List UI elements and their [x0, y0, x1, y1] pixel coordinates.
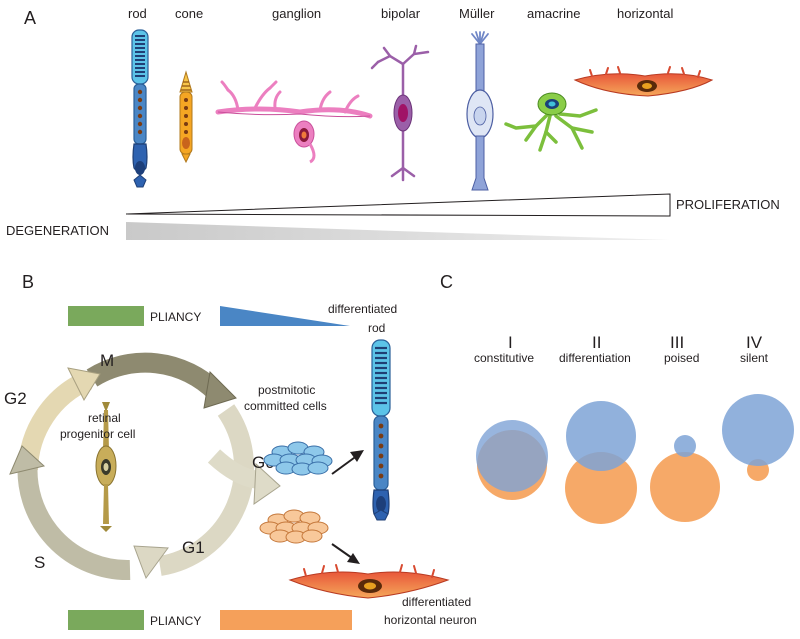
differentiated-rod-label-2: rod	[368, 321, 385, 335]
cell-label-bipolar: bipolar	[381, 6, 421, 21]
postmitotic-label-1: postmitotic	[258, 383, 315, 397]
amacrine-cell	[504, 92, 598, 152]
proliferation-wedge	[125, 193, 671, 217]
group-i-numeral: I	[508, 333, 513, 352]
group-iii-orange-bubble	[650, 452, 720, 522]
pliancy-bar-bottom	[68, 610, 144, 630]
group-ii-numeral: II	[592, 333, 601, 352]
group-iii-blue-bubble	[674, 435, 696, 457]
group-i-name: constitutive	[474, 351, 534, 365]
degeneration-label: DEGENERATION	[6, 223, 109, 238]
arrow-to-rod	[331, 450, 364, 475]
group-iii-numeral: III	[670, 333, 684, 352]
proliferation-label: PROLIFERATION	[676, 197, 780, 212]
panel-b-label: B	[22, 272, 34, 292]
pliancy-label-bottom: PLIANCY	[150, 614, 201, 628]
group-ii-orange-bubble	[565, 452, 637, 524]
phase-m: M	[100, 351, 114, 370]
phase-g1: G1	[182, 538, 205, 557]
rod-cell	[131, 29, 149, 188]
ganglion-cell	[215, 80, 373, 164]
cell-cycle	[9, 352, 281, 581]
committed-horizontal-cluster	[259, 509, 329, 544]
group-iv-numeral: IV	[746, 333, 763, 352]
bipolar-cell	[370, 44, 430, 182]
cell-label-muller: Müller	[459, 6, 495, 21]
differentiated-horizontal-label-2: horizontal neuron	[384, 613, 477, 627]
group-ii-blue-bubble	[566, 401, 636, 471]
cell-label-amacrine: amacrine	[527, 6, 580, 21]
committed-rod-cluster	[263, 441, 333, 476]
cone-cell	[179, 70, 193, 164]
progenitor-label-1: retinal	[88, 411, 121, 425]
progenitor-label-2: progenitor cell	[60, 427, 135, 441]
phase-s: S	[34, 553, 45, 572]
cell-label-rod: rod	[128, 6, 147, 21]
differentiated-horizontal-label-1: differentiated	[402, 595, 471, 609]
phase-g2: G2	[4, 389, 27, 408]
progenitor-cell	[95, 402, 117, 532]
group-iv-name: silent	[740, 351, 769, 365]
cell-label-horizontal: horizontal	[617, 6, 673, 21]
differentiated-rod-label-1: differentiated	[328, 302, 397, 316]
panel-c-label: C	[440, 272, 453, 292]
pliancy-constant-bar	[220, 610, 352, 630]
expression-bubbles	[476, 394, 794, 524]
differentiated-horizontal-cell	[288, 564, 450, 599]
group-iv-blue-bubble	[722, 394, 794, 466]
arrow-to-horizontal	[331, 543, 360, 564]
group-iii-name: poised	[664, 351, 699, 365]
pliancy-label-top: PLIANCY	[150, 310, 201, 324]
cell-label-ganglion: ganglion	[272, 6, 321, 21]
pliancy-bar-top	[68, 306, 144, 326]
horizontal-cell	[573, 66, 714, 97]
group-i-blue-bubble	[476, 420, 548, 492]
postmitotic-label-2: committed cells	[244, 399, 327, 413]
differentiated-rod-cell	[371, 339, 391, 521]
cell-label-cone: cone	[175, 6, 203, 21]
degeneration-wedge	[126, 222, 670, 240]
muller-cell	[466, 31, 494, 191]
panel-a-label: A	[24, 8, 36, 28]
group-ii-name: differentiation	[559, 351, 631, 365]
pliancy-decline-triangle	[220, 306, 350, 326]
